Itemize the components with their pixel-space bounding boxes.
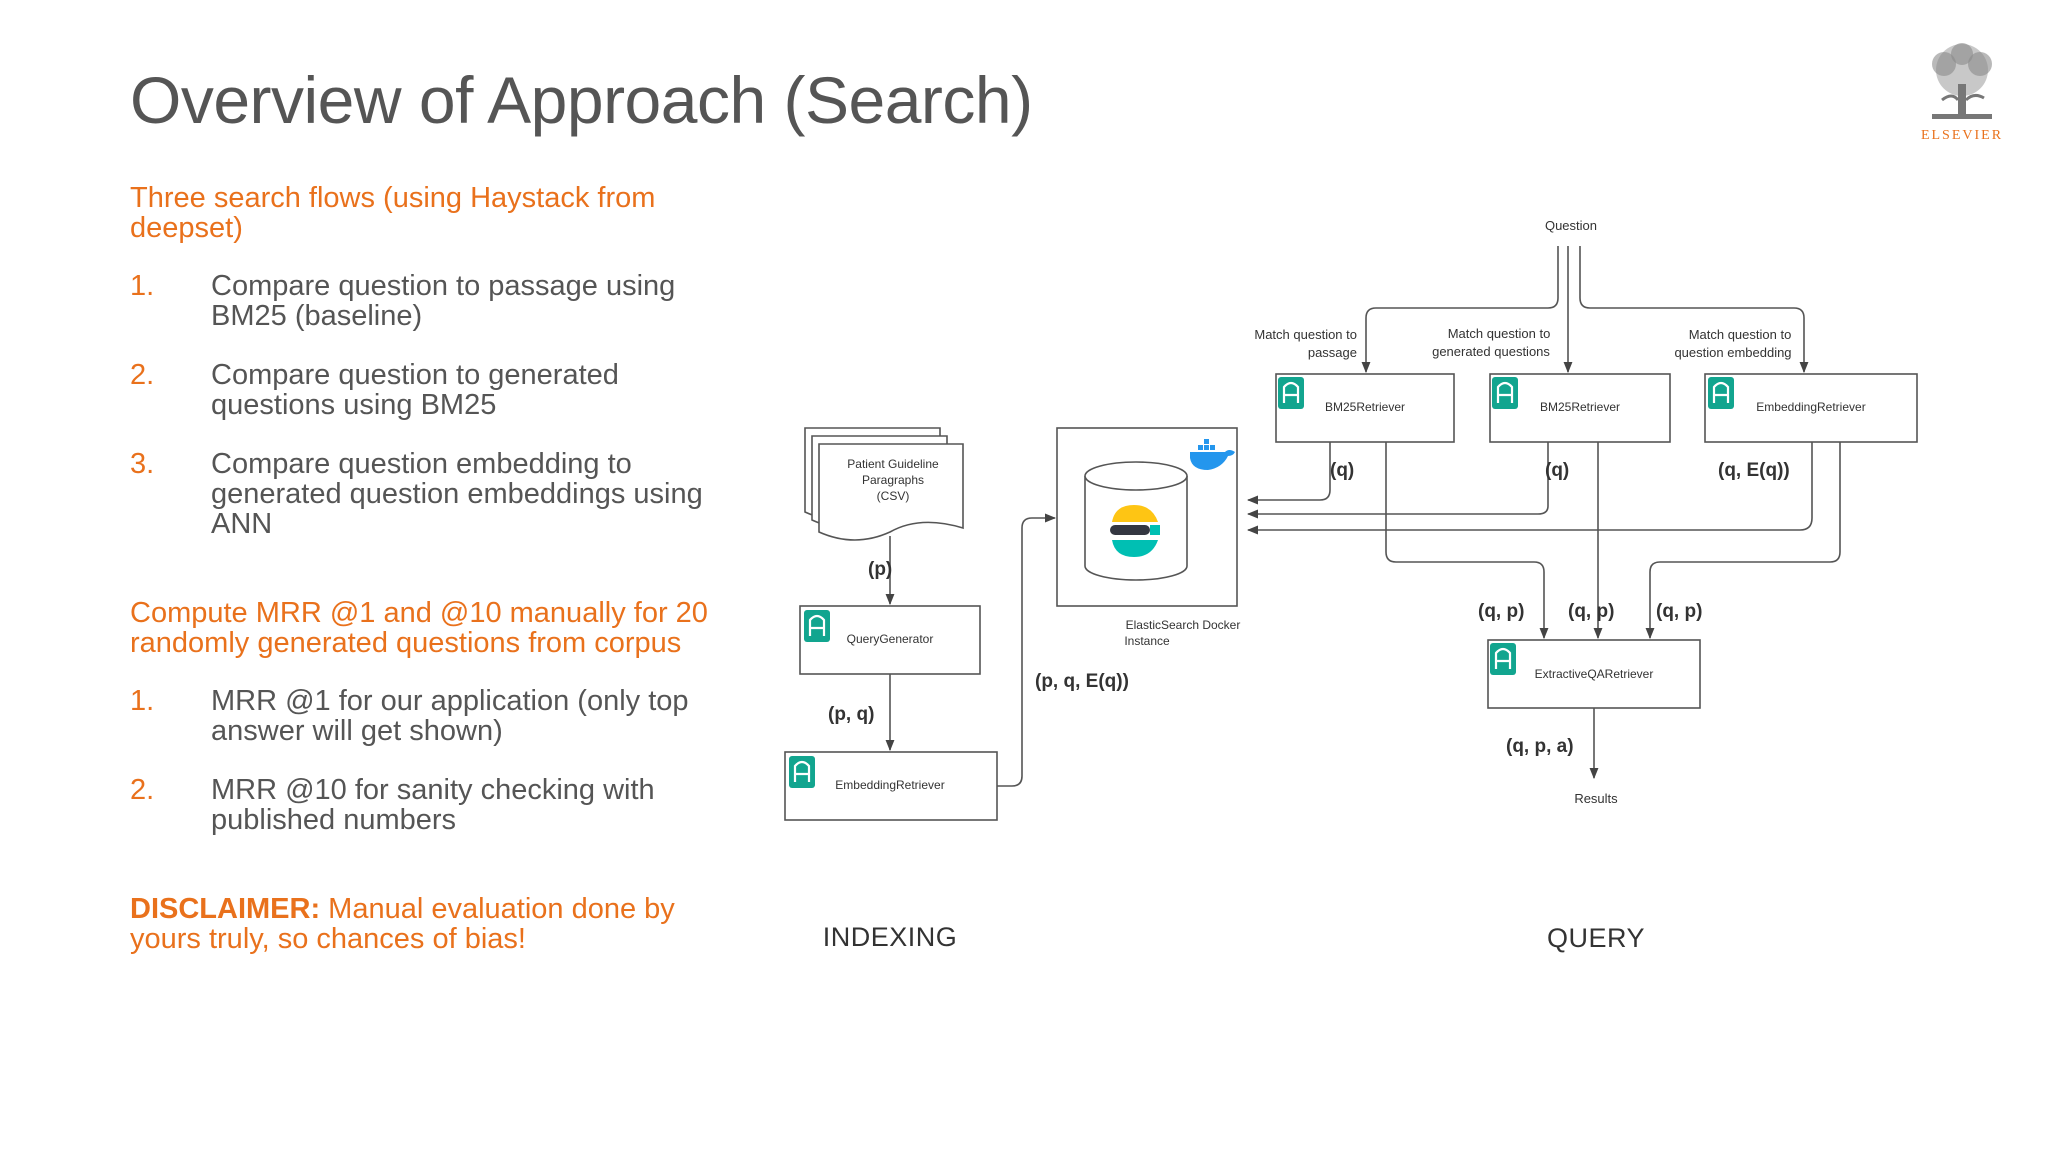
question-label: Question: [1545, 218, 1597, 233]
disclaimer: DISCLAIMER: Manual evaluation done by yo…: [130, 894, 730, 954]
list-item-text: MRR @10 for sanity checking with publish…: [211, 774, 655, 836]
indexing-section-label: INDEXING: [823, 922, 958, 952]
results-label: Results: [1574, 791, 1618, 806]
documents-label-line1: Patient Guideline: [847, 457, 939, 471]
haystack-icon: [1708, 377, 1734, 409]
extractive-qa-node: [1487, 639, 1701, 709]
haystack-icon: [789, 756, 815, 788]
elsevier-logo: [1932, 43, 1992, 119]
query-generator-label: QueryGenerator: [847, 632, 934, 646]
elasticsearch-label-line2: Instance: [1124, 634, 1170, 648]
list-item: 1. Compare question to passage using BM2…: [130, 271, 730, 331]
match-passage-label-line2: passage: [1308, 345, 1357, 360]
mrr-list: 1. MRR @1 for our application (only top …: [130, 686, 730, 835]
haystack-icon: [1490, 643, 1516, 675]
edge-label-pqe: (p, q, E(q)): [1035, 671, 1129, 692]
edge-bm25-2-to-store: [1246, 442, 1549, 519]
edge-label-pq: (p, q): [828, 704, 874, 725]
edge-question-to-bm25-1: [1361, 246, 1559, 374]
match-embedding-label-line1: Match question to: [1689, 327, 1792, 342]
bm25-retriever-1-label: BM25Retriever: [1325, 400, 1405, 414]
list-item: 2. Compare question to generated questio…: [130, 360, 730, 420]
left-text-panel: Three search flows (using Haystack from …: [130, 183, 730, 954]
elasticsearch-label-line1: ElasticSearch Docker: [1126, 618, 1241, 632]
edge-embedret-query-to-store: [1246, 442, 1813, 535]
query-section-label: QUERY: [1547, 923, 1645, 953]
haystack-icon: [1278, 377, 1304, 409]
edge-bm25-1-to-reader: [1385, 442, 1549, 640]
list-number: 2.: [130, 774, 155, 806]
edge-embedret-to-store: [997, 513, 1057, 787]
bm25-retriever-1-node: [1275, 373, 1455, 443]
bm25-retriever-2-label: BM25Retriever: [1540, 400, 1620, 414]
edge-label-qe: (q, E(q)): [1718, 460, 1790, 481]
edge-label-qp2: (q, p): [1568, 601, 1614, 622]
documents-stack: [804, 427, 964, 541]
list-item-text: Compare question embedding to generated …: [211, 448, 703, 540]
disclaimer-label: DISCLAIMER:: [130, 893, 321, 925]
page-title: Overview of Approach (Search): [130, 63, 1033, 137]
list-number: 1.: [130, 270, 155, 302]
edge-label-qpa: (q, p, a): [1506, 736, 1574, 757]
docker-icon: [1190, 439, 1235, 470]
match-genq-label-line2: generated questions: [1432, 344, 1550, 359]
edge-label-qp3: (q, p): [1656, 601, 1702, 622]
edge-question-to-embedret: [1579, 246, 1809, 374]
embedding-retriever-query-label: EmbeddingRetriever: [1756, 400, 1865, 414]
list-item: 1. MRR @1 for our application (only top …: [130, 686, 730, 746]
embedding-retriever-query-node: [1704, 373, 1918, 443]
list-number: 2.: [130, 359, 155, 391]
haystack-icon: [804, 610, 830, 642]
match-passage-label-line1: Match question to: [1254, 327, 1357, 342]
documents-label-line2: Paragraphs: [862, 473, 924, 487]
section1-heading: Three search flows (using Haystack from …: [130, 182, 656, 244]
edge-embedret-query-to-reader: [1645, 442, 1841, 640]
match-genq-label-line1: Match question to: [1448, 326, 1551, 341]
elasticsearch-icon: [1110, 505, 1160, 557]
list-number: 1.: [130, 685, 155, 717]
bm25-retriever-2-node: [1489, 373, 1671, 443]
edge-label-q2: (q): [1545, 460, 1569, 481]
list-item: 2. MRR @10 for sanity checking with publ…: [130, 775, 730, 835]
list-item-text: MRR @1 for our application (only top ans…: [211, 685, 689, 747]
embedding-retriever-indexing-node: [784, 751, 998, 821]
match-embedding-label-line2: question embedding: [1674, 345, 1791, 360]
list-item-text: Compare question to generated questions …: [211, 359, 619, 421]
list-item: 3. Compare question embedding to generat…: [130, 449, 730, 539]
edge-label-qp1: (q, p): [1478, 601, 1524, 622]
embedding-retriever-indexing-label: EmbeddingRetriever: [835, 778, 944, 792]
extractive-qa-label: ExtractiveQARetriever: [1535, 667, 1654, 681]
haystack-icon: [1492, 377, 1518, 409]
edge-bm25-1-to-store: [1246, 442, 1331, 505]
edge-label-p: (p): [868, 559, 892, 580]
list-item-text: Compare question to passage using BM25 (…: [211, 270, 676, 332]
disclaimer-text: Manual evaluation done by yours truly, s…: [130, 893, 675, 955]
section2-heading: Compute MRR @1 and @10 manually for 20 r…: [130, 597, 708, 659]
edge-label-q1: (q): [1330, 460, 1354, 481]
documents-label-line3: (CSV): [877, 489, 910, 503]
elsevier-wordmark: ELSEVIER: [1920, 128, 2004, 143]
list-number: 3.: [130, 448, 155, 480]
search-flows-list: 1. Compare question to passage using BM2…: [130, 271, 730, 539]
